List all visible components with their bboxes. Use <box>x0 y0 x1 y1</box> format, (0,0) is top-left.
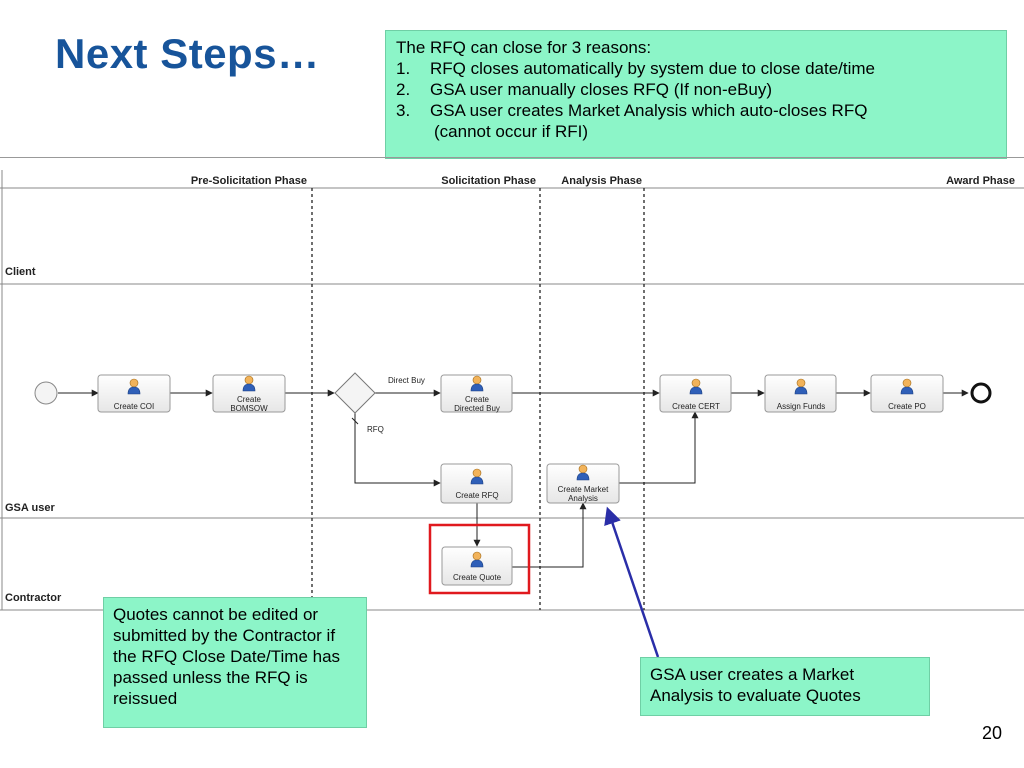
pointer-arrow <box>604 506 660 658</box>
task-label: Create CERT <box>672 402 720 411</box>
page-number: 20 <box>981 723 1002 743</box>
start-event <box>34 381 58 405</box>
list-item: 2. GSA user manually closes RFQ (If non-… <box>396 79 996 100</box>
task-label: Assign Funds <box>777 402 825 411</box>
task-create-coi: Create COI <box>97 374 171 413</box>
task-create-cert: Create CERT <box>659 374 732 413</box>
list-text: GSA user creates Market Analysis which a… <box>430 101 868 120</box>
phase-label-pre-solicitation: Pre-Solicitation Phase <box>191 175 307 187</box>
task-create-bomsow: Create BOMSOW <box>212 374 286 413</box>
edge-label-rfq: RFQ <box>367 425 384 434</box>
divider <box>0 157 1024 158</box>
rfq-close-reasons-callout: The RFQ can close for 3 reasons: 1. RFQ … <box>385 30 1007 159</box>
task-label: Create RFQ <box>455 491 498 500</box>
task-label: Create COI <box>114 402 154 411</box>
task-label: Create Quote <box>453 573 502 582</box>
page-title: Next Steps… <box>55 30 320 77</box>
flow-edges <box>58 389 969 568</box>
callout-heading: The RFQ can close for 3 reasons: <box>396 38 652 57</box>
task-label: Create PO <box>888 402 926 411</box>
task-create-rfq: Create RFQ <box>440 463 513 504</box>
decision-gateway <box>334 372 376 414</box>
list-continuation: (cannot occur if RFI) <box>434 122 588 141</box>
market-analysis-note-callout: GSA user creates a Market Analysis to ev… <box>640 657 930 716</box>
phase-label-solicitation: Solicitation Phase <box>441 175 536 187</box>
task-assign-funds: Assign Funds <box>764 374 837 413</box>
task-create-quote: Create Quote <box>441 546 513 586</box>
list-number: 1. <box>396 59 411 78</box>
lane-label-client: Client <box>5 266 36 278</box>
task-create-market-analysis: Create Market Analysis <box>546 463 620 504</box>
lane-label-gsa-user: GSA user <box>5 502 55 514</box>
list-number: 3. <box>396 101 411 120</box>
phase-label-award: Award Phase <box>946 175 1015 187</box>
task-create-po: Create PO <box>870 374 944 413</box>
list-number: 2. <box>396 80 411 99</box>
task-label: Create <box>237 395 262 404</box>
task-create-directed-buy: Create Directed Buy <box>440 374 513 413</box>
task-label: Analysis <box>568 494 598 503</box>
list-text: RFQ closes automatically by system due t… <box>430 59 876 78</box>
task-label: Create Market <box>558 485 609 494</box>
phase-label-analysis: Analysis Phase <box>561 175 642 187</box>
task-label: BOMSOW <box>230 404 268 413</box>
task-label: Create <box>465 395 490 404</box>
task-label: Directed Buy <box>454 404 500 413</box>
quotes-note-callout: Quotes cannot be edited or submitted by … <box>103 597 367 728</box>
end-event <box>970 382 992 404</box>
list-item: 1. RFQ closes automatically by system du… <box>396 58 996 79</box>
edge-label-direct-buy: Direct Buy <box>388 376 425 385</box>
list-item: 3. GSA user creates Market Analysis whic… <box>396 100 996 121</box>
phase-dividers <box>311 188 645 610</box>
lane-label-contractor: Contractor <box>5 592 62 604</box>
list-text: GSA user manually closes RFQ (If non-eBu… <box>430 80 773 99</box>
highlight-box <box>428 523 531 595</box>
